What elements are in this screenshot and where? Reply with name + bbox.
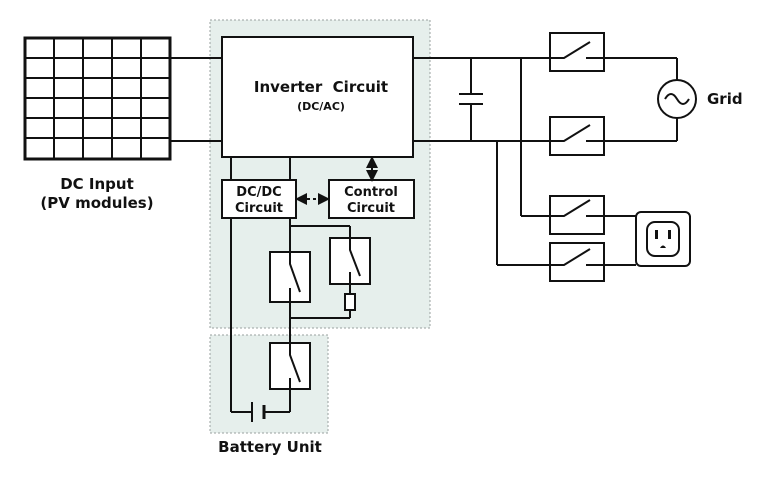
precharge-resistor — [344, 293, 356, 311]
outlet-switch-bottom — [549, 242, 605, 282]
inverter-circuit-box — [221, 36, 414, 158]
control-circuit-box — [328, 179, 415, 219]
dcdc-label-line2: Circuit — [235, 201, 283, 216]
battery-path-switch — [269, 251, 311, 303]
outlet-switch-top — [549, 195, 605, 235]
circuit-wiring — [170, 57, 678, 413]
dcdc-label-line1: DC/DC — [236, 185, 281, 200]
precharge-switch — [329, 237, 371, 285]
grid-switch-bottom — [549, 116, 605, 156]
battery-switch — [269, 342, 311, 390]
capacitor-icon — [459, 93, 483, 105]
dcdc-circuit-box — [221, 179, 297, 219]
dc-input-label-line1: DC Input — [60, 175, 134, 193]
control-label-line2: Circuit — [347, 201, 395, 216]
inverter-subtitle: (DC/AC) — [297, 100, 345, 113]
battery-cell-icon — [251, 402, 266, 422]
battery-unit-label: Battery Unit — [218, 438, 322, 456]
grid-source-icon — [657, 79, 697, 119]
control-label-line1: Control — [344, 185, 398, 200]
inverter-title: Inverter Circuit — [254, 78, 388, 96]
grid-switch-top — [549, 32, 605, 72]
grid-label: Grid — [707, 90, 743, 108]
dc-input-label-line2: (PV modules) — [40, 194, 153, 212]
power-outlet-icon — [635, 211, 691, 267]
pv-module-icon — [23, 36, 172, 161]
